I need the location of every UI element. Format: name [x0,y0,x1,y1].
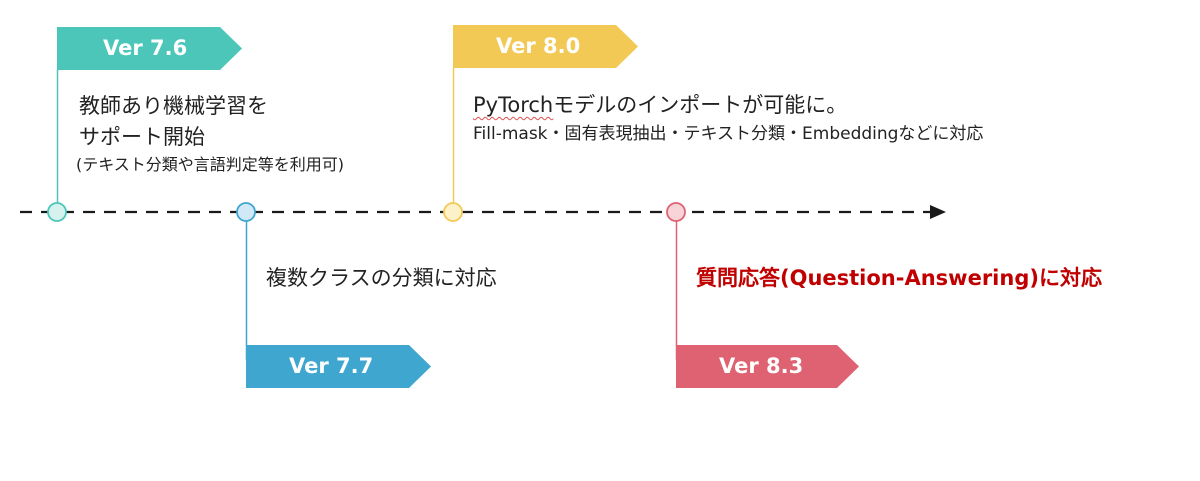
version-tag-v80: Ver 8.0 [453,25,638,68]
timeline-arrowhead [930,205,946,219]
milestone-desc-v80: PyTorchモデルのインポートが可能に。 Fill-mask・固有表現抽出・テ… [473,90,983,146]
node-v77 [236,202,256,222]
version-label: Ver 8.0 [496,34,581,58]
node-v80 [443,202,463,222]
version-tag-v76: Ver 7.6 [57,27,242,70]
desc-line: 複数クラスの分類に対応 [266,266,497,290]
version-tag-v83: Ver 8.3 [676,345,859,388]
desc-line: サポート開始 [79,125,205,149]
version-tag-v77: Ver 7.7 [246,345,431,388]
version-label: Ver 7.6 [103,36,188,60]
version-label: Ver 7.7 [289,354,374,378]
node-v76 [47,202,67,222]
desc-line-highlight: 質問応答(Question-Answering)に対応 [696,266,1102,290]
desc-title-rest: モデルのインポートが可能に。 [553,93,848,117]
desc-line: 教師あり機械学習を [79,94,268,118]
milestone-desc-v76: 教師あり機械学習を サポート開始 (テキスト分類や言語判定等を利用可) [76,91,345,176]
milestone-desc-v77: 複数クラスの分類に対応 [266,263,497,294]
desc-note: Fill-mask・固有表現抽出・テキスト分類・Embeddingなどに対応 [473,124,984,144]
pytorch-term: PyTorch [473,93,554,117]
node-v83 [666,202,686,222]
version-label: Ver 8.3 [719,354,804,378]
desc-note: (テキスト分類や言語判定等を利用可) [76,155,345,174]
desc-title: PyTorchモデルのインポートが可能に。 [473,90,983,121]
milestone-desc-v83: 質問応答(Question-Answering)に対応 [696,263,1102,294]
